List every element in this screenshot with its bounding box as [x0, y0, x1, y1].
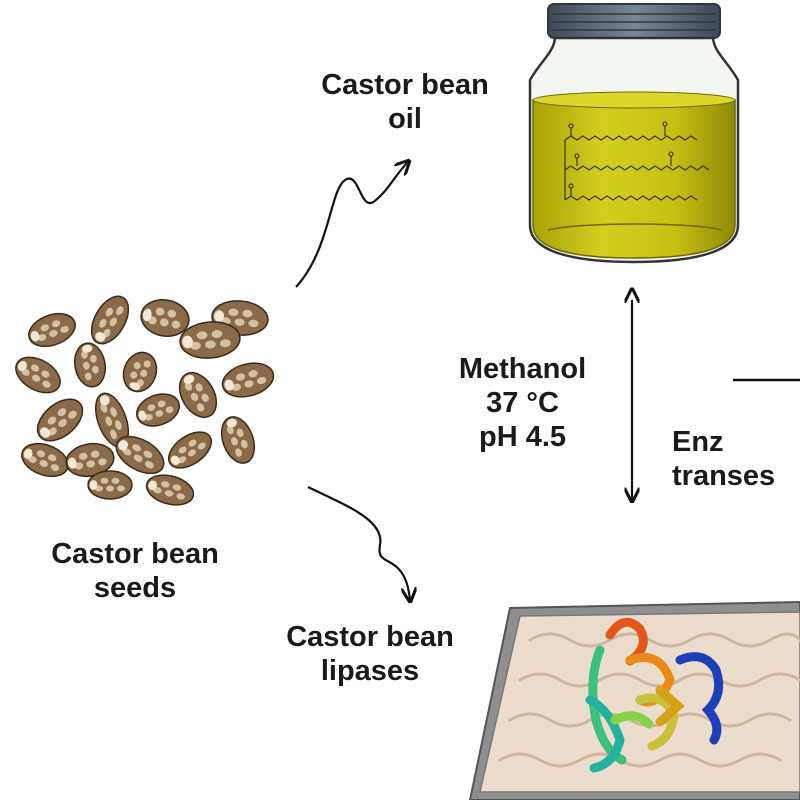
triglyceride-structure — [564, 121, 710, 201]
label-enzymatic-transesterification: Enz transes — [672, 425, 800, 493]
label-line: Enz — [672, 426, 724, 458]
castor-seed — [140, 299, 190, 337]
castor-seed — [36, 398, 84, 442]
oil-liquid — [532, 93, 736, 259]
castor-seed — [122, 351, 158, 393]
castor-seed — [178, 371, 218, 419]
castor-seed — [115, 435, 165, 475]
lipase-tray — [468, 600, 800, 800]
castor-seed — [73, 342, 107, 388]
label-line: lipases — [320, 655, 420, 687]
label-castor-bean-oil: Castor bean oil — [290, 68, 520, 136]
castor-seed — [90, 295, 130, 345]
arrow-to-lipases — [307, 486, 410, 600]
condition-ph: pH 4.5 — [478, 421, 567, 453]
condition-solvent: Methanol — [458, 353, 587, 385]
castor-seed — [135, 393, 181, 427]
jar-lid — [547, 3, 721, 39]
castor-seed — [65, 442, 115, 478]
lipase-protein-ribbon — [585, 617, 724, 773]
castor-seed — [87, 470, 133, 500]
castor-seed — [21, 442, 69, 478]
castor-seed — [145, 474, 195, 506]
label-line: oil — [388, 103, 422, 135]
castor-seed — [94, 392, 130, 448]
castor-seed — [168, 431, 212, 469]
label-line: transes — [672, 460, 776, 492]
label-castor-bean-seeds: Castor bean seeds — [15, 537, 255, 605]
castor-seed — [15, 356, 61, 394]
arrow-to-oil — [295, 162, 408, 288]
seed-pile — [15, 295, 275, 506]
castor-seed — [179, 321, 241, 359]
label-line: Castor bean — [321, 69, 489, 101]
label-line: Castor bean — [286, 621, 454, 653]
castor-seed — [221, 362, 275, 398]
label-castor-bean-lipases: Castor bean lipases — [255, 620, 485, 688]
label-line: Castor bean — [51, 538, 219, 570]
condition-temperature: 37 °C — [486, 387, 559, 419]
castor-seed — [220, 416, 256, 464]
label-line: seeds — [93, 572, 177, 604]
castor-seed — [28, 312, 76, 348]
reaction-conditions: Methanol 37 °C pH 4.5 — [430, 352, 615, 454]
oil-jar — [528, 3, 740, 264]
